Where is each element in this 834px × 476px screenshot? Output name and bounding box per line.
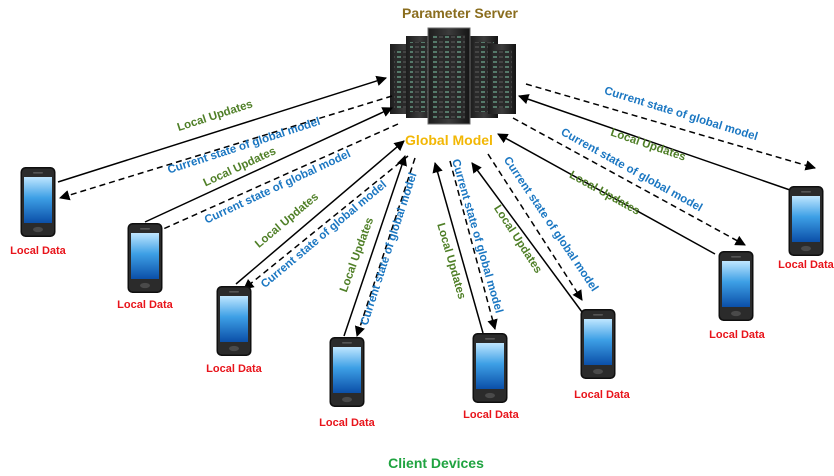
- local-updates-label: Local Updates: [176, 98, 254, 134]
- global-model-label: Global Model: [405, 132, 493, 148]
- update-arrow-4: [343, 155, 407, 337]
- update-arrow-6: [471, 162, 583, 313]
- update-arrow-3: [235, 140, 405, 285]
- local-data-label: Local Data: [319, 417, 376, 429]
- smartphone-icon: [329, 337, 365, 407]
- smartphone-icon: [127, 223, 163, 293]
- local-updates-label: Local Updates: [491, 203, 544, 275]
- client-device: Local Data: [319, 337, 376, 429]
- local-data-label: Local Data: [778, 259, 834, 271]
- client-device: Local Data: [10, 167, 67, 257]
- state-arrow-2: [151, 123, 399, 235]
- state-arrow-3: [243, 155, 409, 290]
- state-arrow-7: [512, 117, 746, 246]
- update-arrow-8: [518, 94, 791, 191]
- update-arrow-2: [144, 107, 393, 223]
- state-arrow-8: [525, 83, 817, 171]
- client-device: Local Data: [117, 223, 174, 311]
- client-device: Local Data: [778, 186, 834, 271]
- local-data-label: Local Data: [574, 389, 631, 401]
- client-device: Local Data: [206, 286, 263, 375]
- local-data-label: Local Data: [709, 329, 766, 341]
- current-state-label: Current state of global model: [203, 148, 353, 226]
- smartphone-icon: [216, 286, 252, 356]
- connections: [57, 75, 817, 337]
- client-devices: Local Data Local Data Local Data Local D…: [10, 167, 834, 429]
- local-data-label: Local Data: [463, 409, 520, 421]
- client-device: Local Data: [463, 333, 520, 421]
- local-data-label: Local Data: [206, 363, 263, 375]
- smartphone-icon: [472, 333, 508, 403]
- client-device: Local Data: [709, 251, 766, 341]
- client-device: Local Data: [574, 309, 631, 401]
- local-data-label: Local Data: [10, 245, 67, 257]
- smartphone-icon: [718, 251, 754, 321]
- state-arrow-6: [487, 153, 583, 301]
- smartphone-icon: [20, 167, 56, 237]
- update-arrow-5: [432, 161, 484, 334]
- local-data-label: Local Data: [117, 299, 174, 311]
- server-rack-icon: [390, 27, 516, 125]
- local-updates-label: Local Updates: [338, 216, 376, 294]
- update-arrow-1: [57, 75, 388, 183]
- state-arrow-4: [354, 157, 416, 337]
- server-title: Parameter Server: [402, 5, 519, 21]
- client-devices-label: Client Devices: [388, 455, 484, 471]
- smartphone-icon: [580, 309, 616, 379]
- state-arrow-5: [449, 160, 498, 331]
- update-arrow-7: [497, 133, 716, 255]
- state-arrow-1: [58, 95, 393, 201]
- smartphone-icon: [788, 186, 824, 256]
